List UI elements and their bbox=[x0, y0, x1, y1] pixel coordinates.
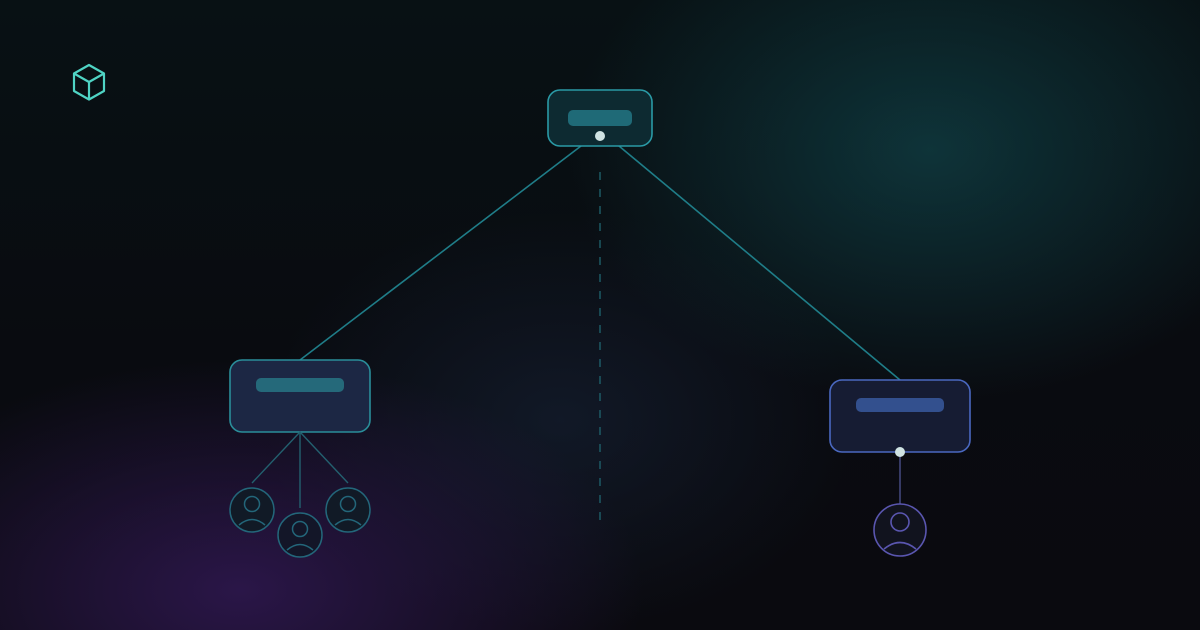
left-node-label-bar bbox=[256, 378, 344, 392]
root-node-connector-dot bbox=[595, 131, 605, 141]
root-node-label-bar bbox=[568, 110, 632, 126]
root-node bbox=[547, 89, 653, 147]
cube-icon bbox=[72, 63, 106, 101]
user-icon bbox=[277, 512, 323, 558]
edge-root-right bbox=[618, 145, 901, 381]
user-icon bbox=[873, 503, 927, 557]
user-icon bbox=[229, 487, 275, 533]
edge-left-member-1 bbox=[251, 431, 301, 484]
right-node bbox=[829, 379, 971, 453]
edge-root-left bbox=[299, 145, 582, 361]
user-icon bbox=[325, 487, 371, 533]
right-node-label-bar bbox=[856, 398, 944, 412]
left-node bbox=[229, 359, 371, 433]
right-node-connector-dot bbox=[895, 447, 905, 457]
edge-left-member-3 bbox=[299, 431, 349, 484]
